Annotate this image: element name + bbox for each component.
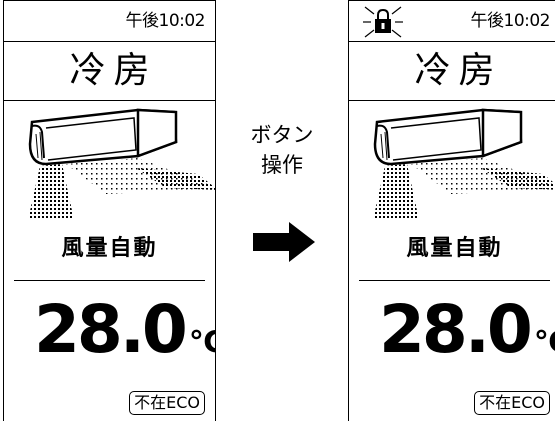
- transition-label: ボタン 操作: [218, 120, 346, 180]
- clock: 午後10:02: [125, 11, 206, 31]
- mode-title: 冷房: [349, 42, 555, 101]
- eco-badge: 不在ECO: [474, 391, 550, 415]
- transition-label-line1: ボタン: [250, 123, 314, 147]
- eco-badge: 不在ECO: [129, 391, 205, 415]
- fan-speed-label: 風量自動: [61, 236, 158, 261]
- lock-icon: [363, 6, 403, 38]
- temperature-value: 28.0: [34, 291, 188, 368]
- temperature-display: 28.0℃: [34, 291, 215, 368]
- status-bar: 午後10:02: [4, 1, 215, 42]
- air-conditioner-icon: [28, 108, 215, 220]
- right-arrow-icon: [253, 222, 315, 262]
- temperature-value: 28.0: [379, 291, 533, 368]
- transition-label-line2: 操作: [261, 153, 303, 177]
- status-bar: 午後10:02: [349, 1, 555, 42]
- divider: [14, 280, 205, 281]
- clock: 午後10:02: [470, 11, 551, 31]
- temperature-display: 28.0℃: [379, 291, 555, 368]
- air-conditioner-icon: [373, 108, 555, 220]
- display-before: 午後10:02 冷房 風量自動 28.0℃ 不在ECO: [3, 0, 216, 421]
- divider: [359, 280, 550, 281]
- mode-title: 冷房: [4, 42, 215, 101]
- temperature-unit: ℃: [534, 325, 555, 360]
- fan-speed-label: 風量自動: [406, 236, 503, 261]
- temperature-unit: ℃: [189, 325, 215, 360]
- display-after: 午後10:02 冷房 風量自動 28.0℃ 不在ECO: [348, 0, 555, 421]
